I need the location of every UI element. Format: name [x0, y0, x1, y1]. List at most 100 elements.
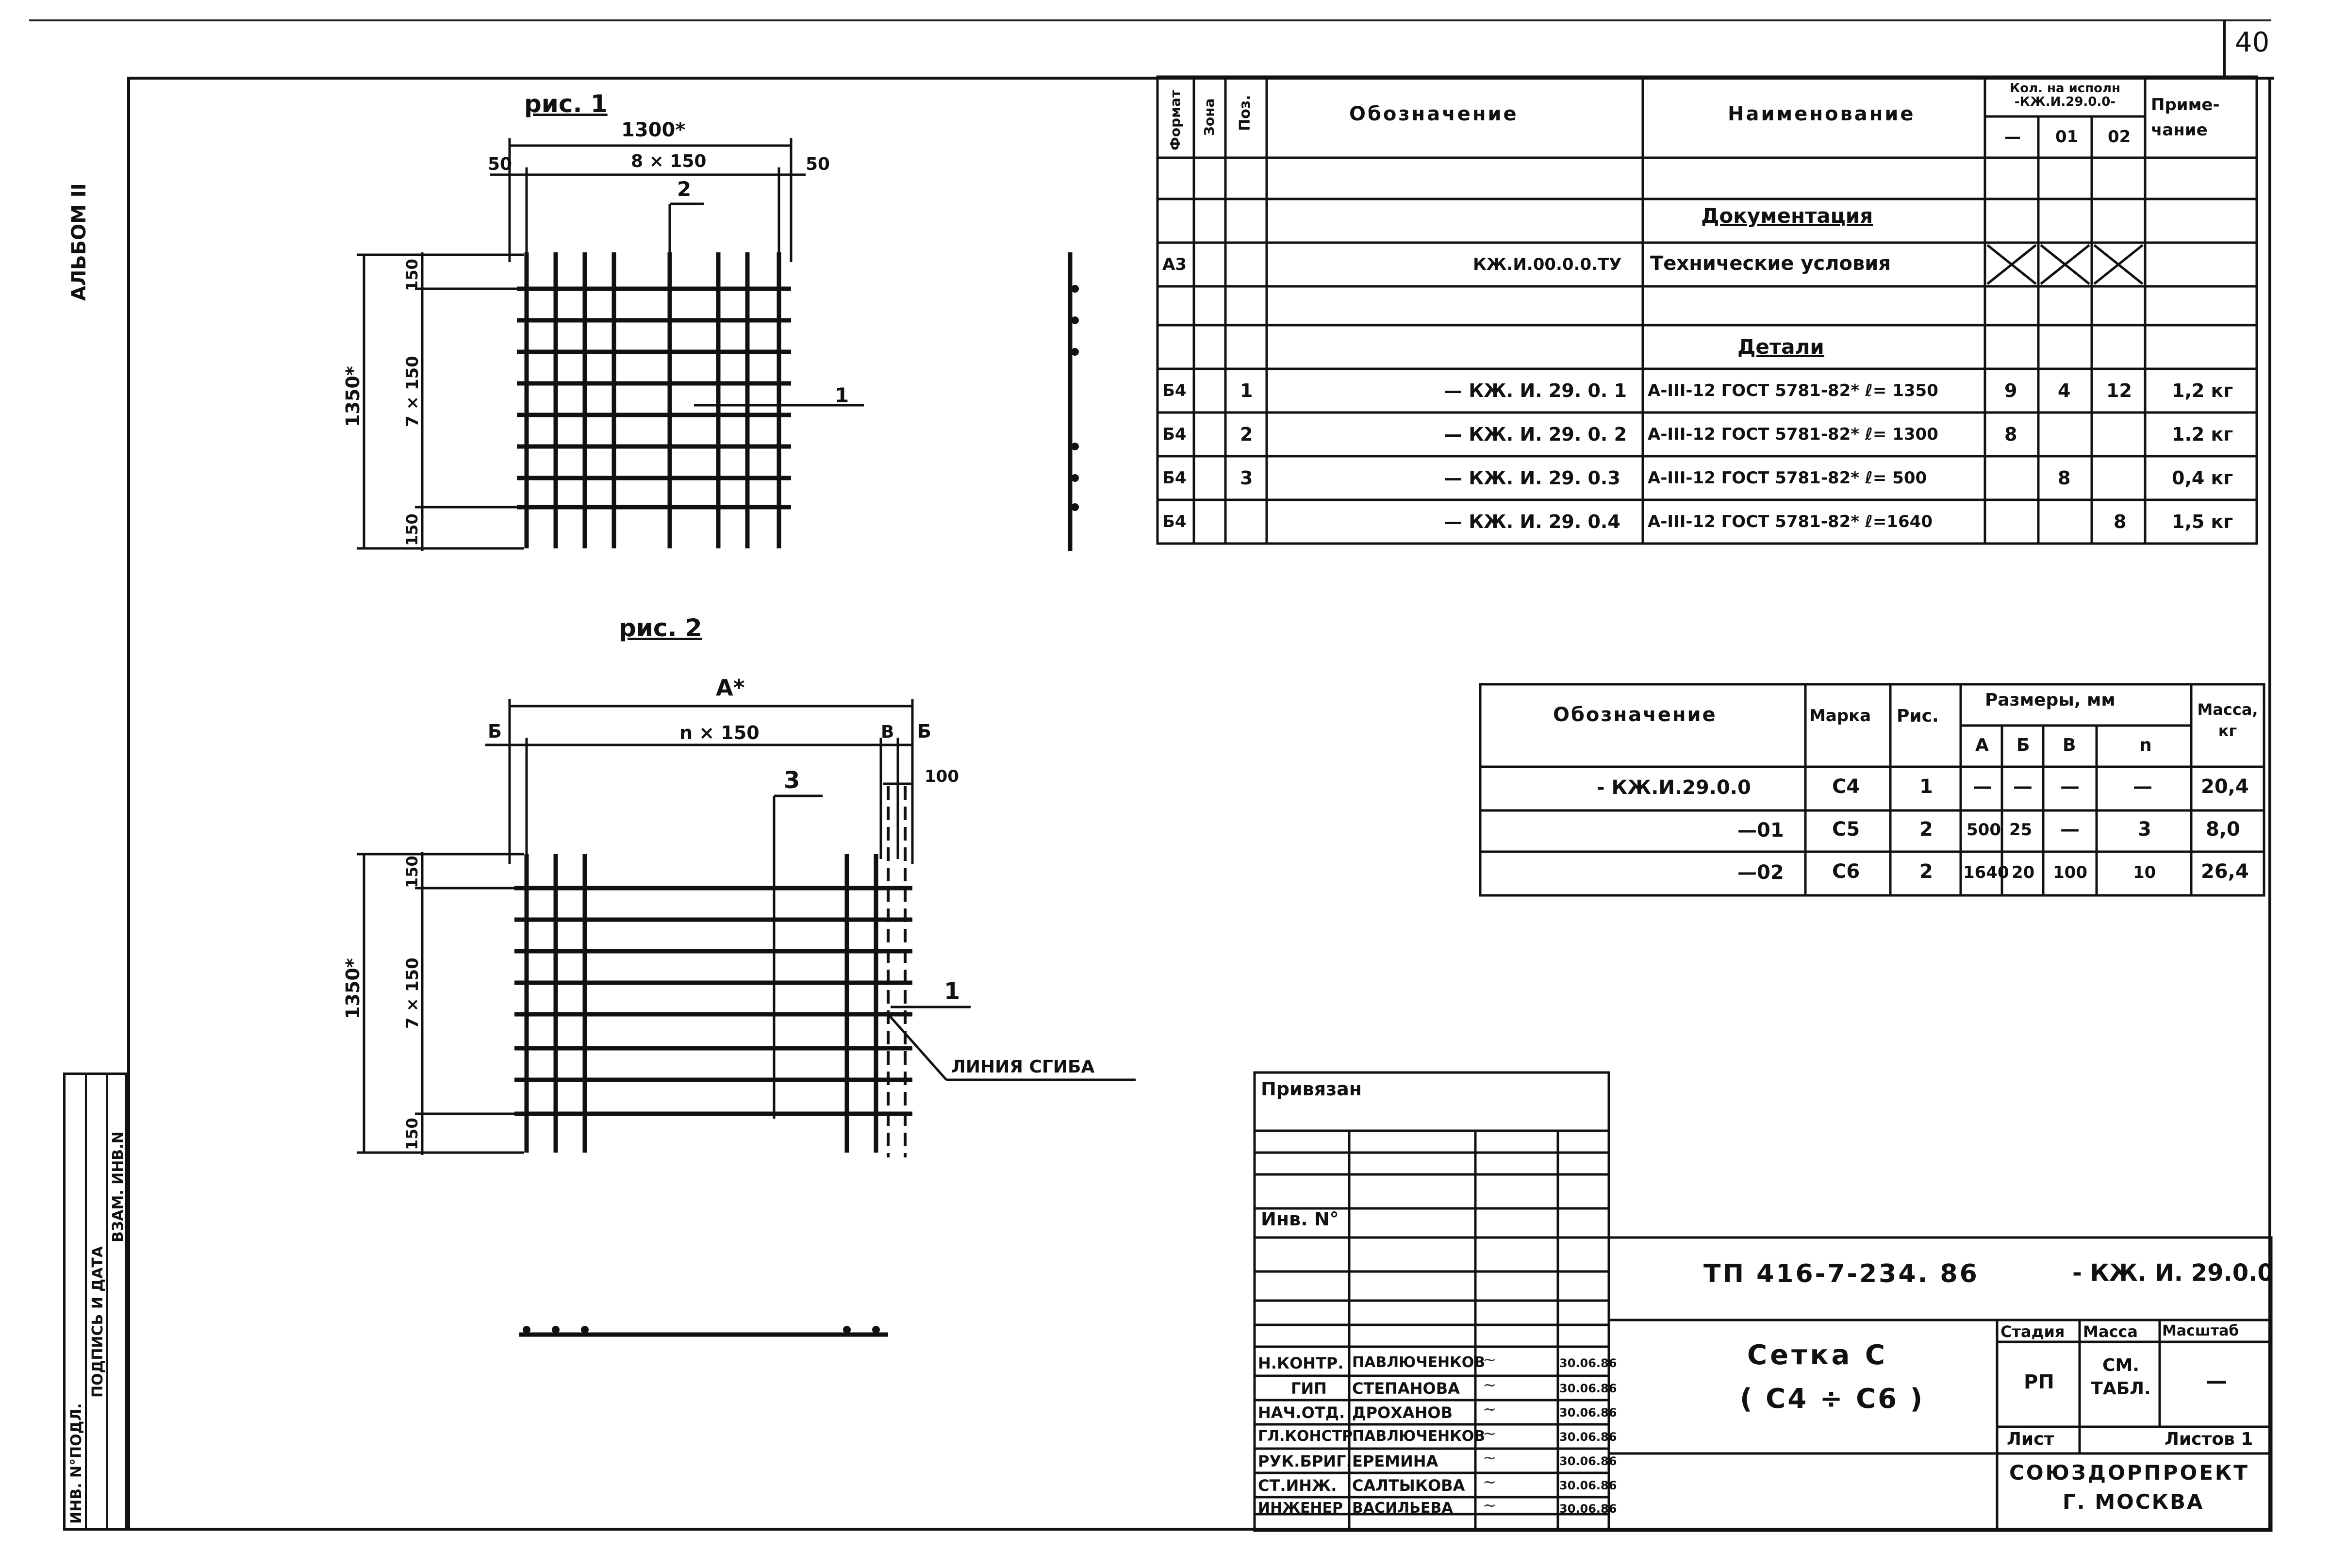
spec-row-3-format: Б4 — [1162, 468, 1187, 488]
marks-row-2-mass: 8,0 — [2206, 818, 2240, 841]
tb-title-line2: ( С4 ÷ С6 ) — [1740, 1383, 1925, 1415]
tb-stage-header: Стадия — [2000, 1322, 2065, 1341]
marks-header-size-a: А — [1975, 735, 1989, 755]
spec-row-1-designation: — КЖ. И. 29. 0. 1 — [1444, 380, 1627, 401]
tb-staff-2-date: 30.06.86 — [1559, 1382, 1617, 1395]
spec-row-3-q1: 8 — [2058, 467, 2071, 489]
spec-row-1-q0: 9 — [2004, 380, 2017, 401]
tb-sheets-label: Листов 1 — [2165, 1429, 2253, 1449]
spec-doc-format: А3 — [1162, 255, 1187, 274]
marks-header-size-b: Б — [2016, 735, 2030, 755]
spec-header-note: Приме-чание — [2151, 95, 2220, 140]
fig2-label-b-right: Б — [917, 721, 931, 742]
marks-row-3-n: 10 — [2133, 863, 2156, 882]
tb-privyazan: Привязан — [1261, 1078, 1362, 1100]
marks-row-3-mass: 26,4 — [2201, 860, 2249, 883]
marks-row-1-designation: - КЖ.И.29.0.0 — [1597, 776, 1751, 799]
spec-row-3-designation: — КЖ. И. 29. 0.3 — [1444, 467, 1620, 489]
spec-doc-name: Технические условия — [1650, 252, 1891, 275]
tb-staff-3-name: ДРОХАНОВ — [1352, 1403, 1453, 1422]
marks-row-3-mark: С6 — [1832, 860, 1860, 883]
marks-header-sizes: Размеры, мм — [1985, 690, 2116, 710]
spec-row-1-note: 1,2 кг — [2172, 380, 2233, 401]
spec-header-designation: Обозначение — [1349, 103, 1519, 125]
fig1-dim-right: 50 — [806, 154, 830, 174]
marks-row-3-a: 1640 — [1963, 863, 2009, 882]
marks-row-1-b: — — [2013, 776, 2033, 798]
spec-header-qty-1: 01 — [2055, 127, 2079, 147]
marks-row-2-a: 500 — [1967, 820, 2001, 840]
tb-sheet-label: Лист — [2007, 1429, 2054, 1449]
tb-mass: СМ. ТАБЛ. — [2091, 1355, 2151, 1399]
marks-header-size-n: n — [2139, 735, 2152, 755]
fig2-label-v: В — [881, 722, 894, 742]
marks-row-2-b: 25 — [2009, 820, 2033, 840]
tb-staff-5-signature: ~ — [1483, 1448, 1497, 1468]
marks-row-1-mass: 20,4 — [2201, 776, 2249, 798]
fig2-pos-3: 3 — [784, 767, 800, 794]
tb-title-line1: Сетка С — [1747, 1339, 1888, 1371]
marks-row-2-n: 3 — [2138, 818, 2151, 841]
spec-row-2-pos: 2 — [1240, 424, 1253, 445]
tb-staff-4-date: 30.06.86 — [1559, 1430, 1617, 1444]
tb-staff-6-signature: ~ — [1483, 1472, 1497, 1492]
spec-row-3-pos: 3 — [1240, 467, 1253, 489]
tb-staff-4-signature: ~ — [1483, 1424, 1497, 1443]
tb-project-code: ТП 416-7-234. 86 — [1703, 1259, 1979, 1288]
tb-staff-7-role: ИНЖЕНЕР — [1258, 1500, 1343, 1517]
tb-staff-3-role: НАЧ.ОТД. — [1258, 1403, 1345, 1422]
tb-org-1: СОЮЗДОРПРОЕКТ — [2009, 1461, 2249, 1485]
spec-header-qty-0: — — [2004, 127, 2021, 147]
spec-header-qty-group: Кол. на исполн -КЖ.И.29.0.0- — [2009, 81, 2121, 109]
spec-section-parts: Детали — [1737, 335, 1824, 359]
marks-row-1-fig: 1 — [1919, 776, 1933, 798]
tb-staff-4-role: ГЛ.КОНСТР. — [1258, 1428, 1358, 1445]
spec-row-1-q1: 4 — [2058, 380, 2071, 401]
fig2-pos-1: 1 — [944, 978, 960, 1005]
spec-row-3-note: 0,4 кг — [2172, 467, 2233, 489]
spec-row-4-name: А-III-12 ГОСТ 5781-82* ℓ=1640 — [1648, 512, 1933, 531]
tb-staff-4-name: ПАВЛЮЧЕНКОВ — [1352, 1428, 1486, 1445]
tb-staff-7-date: 30.06.86 — [1559, 1502, 1617, 1516]
marks-row-1-v: — — [2060, 776, 2080, 798]
spec-row-1-name: А-III-12 ГОСТ 5781-82* ℓ= 1350 — [1648, 381, 1938, 400]
tb-scale-header: Масштаб — [2162, 1322, 2239, 1339]
sheet-number-box — [2223, 19, 2274, 80]
marks-row-1-a: — — [1973, 776, 1992, 798]
tb-staff-2-name: СТЕПАНОВА — [1352, 1379, 1460, 1398]
tb-staff-3-signature: ~ — [1483, 1400, 1497, 1419]
marks-row-2-designation: —01 — [1737, 819, 1784, 842]
spec-doc-designation: КЖ.И.00.0.0.ТУ — [1473, 255, 1622, 274]
tb-staff-5-date: 30.06.86 — [1559, 1454, 1617, 1468]
tb-staff-1-signature: ~ — [1483, 1350, 1497, 1370]
tb-scale: — — [2206, 1369, 2227, 1393]
spec-row-2-designation: — КЖ. И. 29. 0. 2 — [1444, 424, 1627, 445]
fig2-dim-inner: n × 150 — [679, 722, 760, 743]
tb-stage: РП — [2024, 1371, 2054, 1393]
spec-row-2-q0: 8 — [2004, 424, 2017, 445]
spec-header-name: Наименование — [1728, 103, 1916, 125]
spec-section-docs: Документация — [1701, 204, 1873, 228]
fig1-dim-left: 50 — [488, 154, 512, 174]
marks-row-1-n: — — [2133, 776, 2152, 798]
fig2-dim-overall: A* — [716, 675, 745, 701]
drawing-frame — [127, 77, 2271, 1531]
tb-staff-6-date: 30.06.86 — [1559, 1479, 1617, 1492]
tb-staff-2-role: ГИП — [1291, 1379, 1327, 1398]
spec-row-1-format: Б4 — [1162, 381, 1187, 400]
tb-staff-5-name: ЕРЕМИНА — [1352, 1452, 1438, 1470]
spec-row-3-name: А-III-12 ГОСТ 5781-82* ℓ= 500 — [1648, 468, 1927, 488]
fig1-pos-2: 2 — [677, 177, 692, 201]
spec-header-qty-2: 02 — [2108, 127, 2131, 147]
marks-row-3-designation: —02 — [1737, 861, 1784, 884]
marks-row-2-fig: 2 — [1919, 818, 1933, 841]
spec-row-1-pos: 1 — [1240, 380, 1253, 401]
marks-row-3-b: 20 — [2012, 863, 2035, 882]
marks-row-3-fig: 2 — [1919, 860, 1933, 883]
fig1-title: рис. 1 — [524, 90, 608, 118]
top-border-line — [29, 19, 2271, 21]
tb-staff-6-role: СТ.ИНЖ. — [1258, 1476, 1337, 1495]
